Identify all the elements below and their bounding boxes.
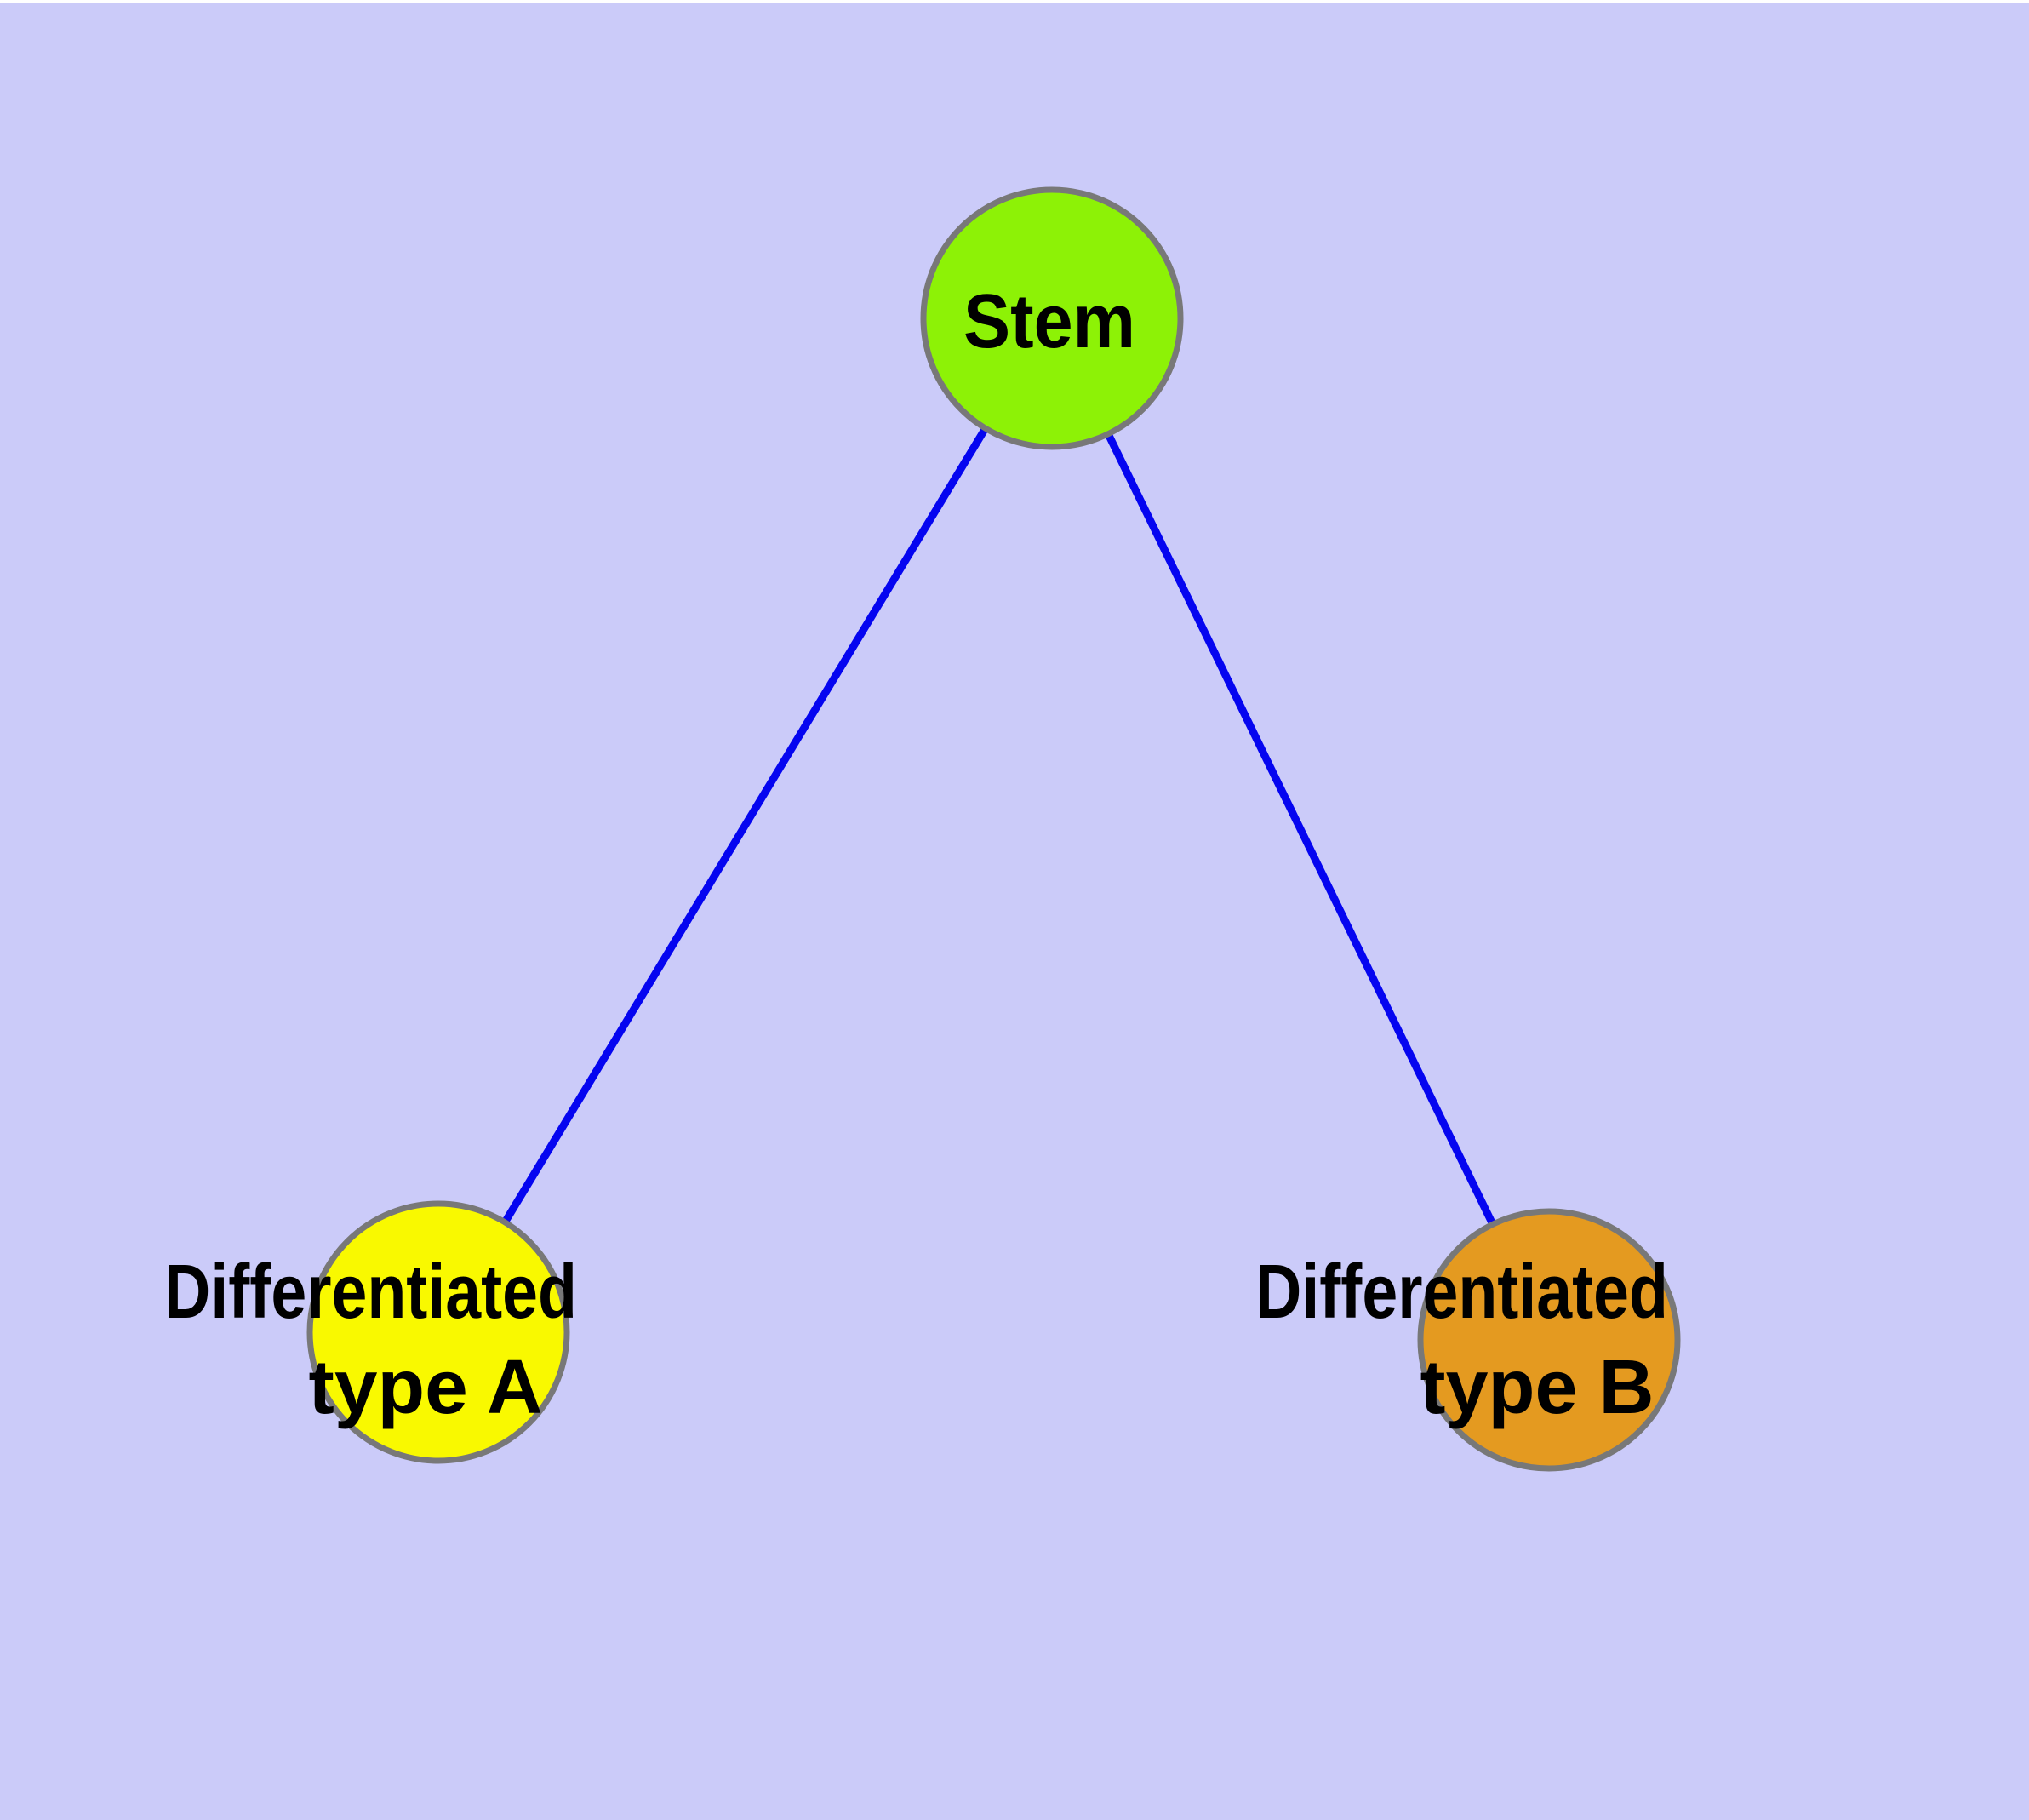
node-type-a-label: Differentiated type A [164,1250,598,1430]
node-type-b-label: Differentiated type B [1255,1250,1689,1430]
node-type-b-label-line2: type B [1420,1345,1655,1430]
node-type-a-label-line2: type A [309,1345,543,1430]
node-stem-circle [920,186,1184,450]
node-type-b-label-line1: Differentiated [1255,1250,1668,1335]
edge-stem-to-type-a [435,316,1055,1335]
node-type-b-circle [1417,1208,1681,1472]
node-type-b: Differentiated type B [1255,1208,1689,1472]
node-stem: Stem [920,186,1184,450]
node-type-a: Differentiated type A [164,1200,598,1464]
edge-stem-to-type-b [1048,317,1553,1342]
edge-layer [435,316,1553,1342]
node-type-a-label-line1: Differentiated [164,1250,577,1335]
node-stem-label: Stem [963,279,1135,364]
top-white-strip [0,0,2029,3]
node-type-a-circle [306,1200,570,1464]
